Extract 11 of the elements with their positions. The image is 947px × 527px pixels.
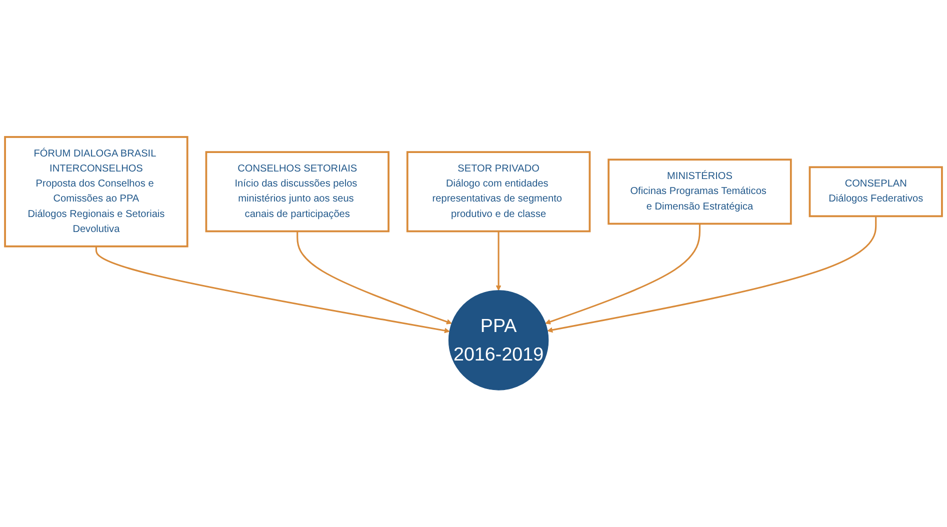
node-box: CONSELHOS SETORIAIS Início das discussões pelos ministérios junto aos seus canais de participações xyxy=(205,151,390,232)
arrow xyxy=(545,224,701,324)
arrow xyxy=(496,231,502,291)
node-box: SETOR PRIVADO Diálogo com entidades representativas de segmento produtivo e de classe xyxy=(406,151,591,232)
arrow xyxy=(95,246,450,334)
node-circle: PPA 2016-2019 xyxy=(448,290,549,390)
node-box: MINISTÉRIOS Oficinas Programas Temáticos e Dimensão Estratégica xyxy=(608,158,792,225)
node-box: CONSEPLAN Diálogos Federativos xyxy=(808,166,943,218)
arrow xyxy=(296,231,452,324)
node-box: FÓRUM DIALOGA BRASIL INTERCONSELHOS Proposta dos Conselhos e Comissões ao PPA Diálogos Regionais e Setoriais Devolutiva xyxy=(4,136,188,248)
arrow xyxy=(547,216,877,333)
